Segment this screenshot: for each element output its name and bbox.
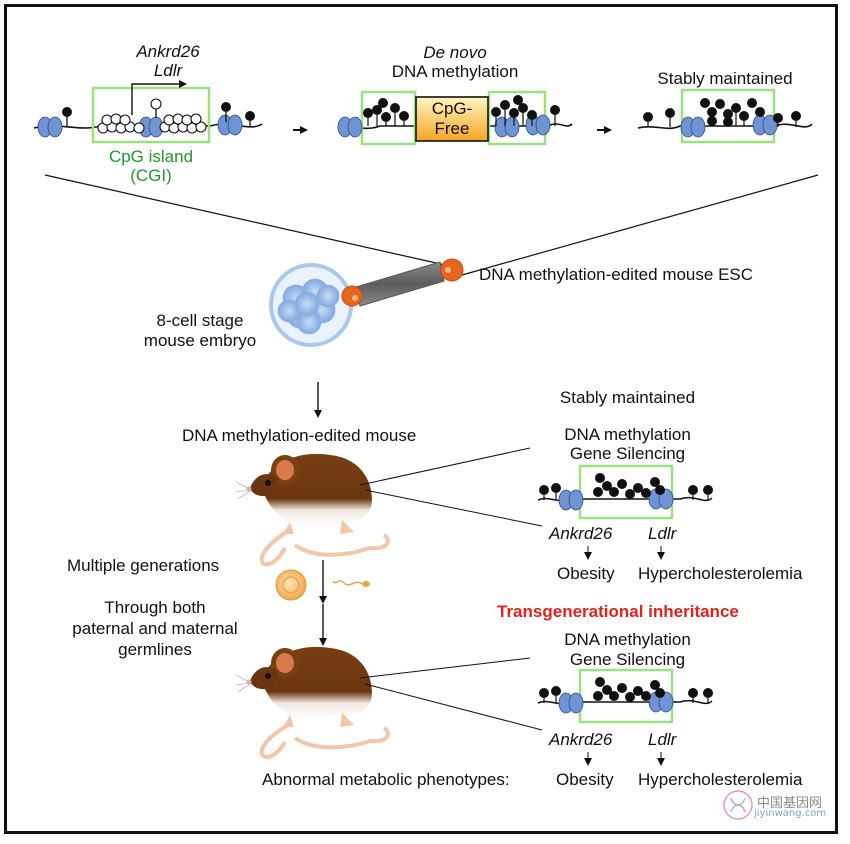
cgi-highlight-box <box>91 86 211 144</box>
germline-label-2: paternal and maternal <box>72 619 238 638</box>
right-locus-1 <box>537 464 713 560</box>
panel-stably-maintained <box>637 88 813 144</box>
stably-maintained-right-label: Stably maintained <box>559 388 696 407</box>
cpg-free-label-2: Free <box>434 119 470 138</box>
watermark-logo <box>723 790 753 820</box>
phenotype-obesity-2: Obesity <box>556 770 614 789</box>
methylated-cpg-icon <box>539 677 713 702</box>
phenotype-hypercholesterolemia-2: Hypercholesterolemia <box>638 770 803 789</box>
embryo-label: 8-cell stage <box>156 311 244 330</box>
embryo-label-2: mouse embryo <box>143 331 257 350</box>
methylated-cpg-icon <box>363 95 560 122</box>
edited-mouse-label: DNA methylation-edited mouse <box>182 426 417 445</box>
dna-methylation-label: DNA methylation <box>564 425 691 444</box>
cpg-free-box <box>415 96 489 142</box>
panel-de-novo-methylation <box>337 90 573 146</box>
zoom-line <box>359 657 531 679</box>
germline-label-3: germlines <box>118 640 192 659</box>
zoom-line <box>359 447 531 486</box>
zoom-line <box>461 174 819 276</box>
cpg-free-label: CpG- <box>431 99 473 118</box>
methylated-cpg-icon <box>539 473 713 499</box>
egg-icon <box>275 569 307 601</box>
sperm-icon <box>362 581 370 587</box>
gene-silencing-label: Gene Silencing <box>569 444 686 463</box>
gene-label-ankrd26: Ankrd26 <box>136 42 200 61</box>
zoom-line <box>364 489 543 527</box>
unmethylated-cpg-icon <box>97 98 207 134</box>
stably-maintained-top-label: Stably maintained <box>657 69 793 88</box>
phenotype-obesity: Obesity <box>557 564 615 583</box>
gene-label-ankrd26: Ankrd26 <box>549 524 613 543</box>
right-locus-2 <box>537 668 713 766</box>
methylated-cpg-icon <box>643 98 801 127</box>
multiple-generations-label: Multiple generations <box>67 556 220 575</box>
dna-methylation-label-2: DNA methylation <box>564 630 691 649</box>
cgi-label-abbr: (CGI) <box>130 166 172 185</box>
transgenerational-inheritance-label: Transgenerational inheritance <box>497 602 739 621</box>
de-novo-label: De novo <box>423 43 487 62</box>
gene-label-ldlr: Ldlr <box>153 61 183 80</box>
esc-cell-icon <box>341 285 363 307</box>
abnormal-phenotypes-label: Abnormal metabolic phenotypes: <box>262 770 510 789</box>
germline-label-1: Through both <box>104 598 206 617</box>
nucleosome-icon <box>37 114 243 138</box>
esc-label: DNA methylation-edited mouse ESC <box>479 265 754 284</box>
zoom-line <box>364 683 543 731</box>
gene-label-ldlr: Ldlr <box>648 524 677 543</box>
phenotype-hypercholesterolemia: Hypercholesterolemia <box>638 564 803 583</box>
tss-arrow-icon <box>131 80 187 115</box>
zoom-line <box>44 174 446 266</box>
watermark-url: jiyinwang.com <box>754 808 827 819</box>
watermark-cn: 中国基因网 <box>757 796 823 811</box>
germline-icons <box>275 569 370 601</box>
embryo-injection <box>269 258 464 347</box>
gene-silencing-label-2: Gene Silencing <box>569 650 686 669</box>
cgi-label: CpG island <box>108 147 194 166</box>
de-novo-methylation-label: DNA methylation <box>391 62 519 81</box>
methylated-cpg-icon <box>62 102 255 121</box>
edited-mouse-icon <box>235 453 390 567</box>
gene-label-ankrd26-2: Ankrd26 <box>549 730 613 749</box>
nucleosome-icon <box>680 114 778 138</box>
esc-cell-icon <box>440 258 464 282</box>
methylated-region-box <box>360 90 417 146</box>
offspring-mouse-icon <box>235 646 390 759</box>
nucleosome-icon <box>337 114 551 138</box>
gene-label-ldlr-2: Ldlr <box>648 730 677 749</box>
figure-frame <box>4 4 838 834</box>
embryo-cells-icon <box>277 278 340 335</box>
panel-unmethylated-cgi <box>33 80 263 144</box>
injection-needle-icon <box>355 261 445 307</box>
